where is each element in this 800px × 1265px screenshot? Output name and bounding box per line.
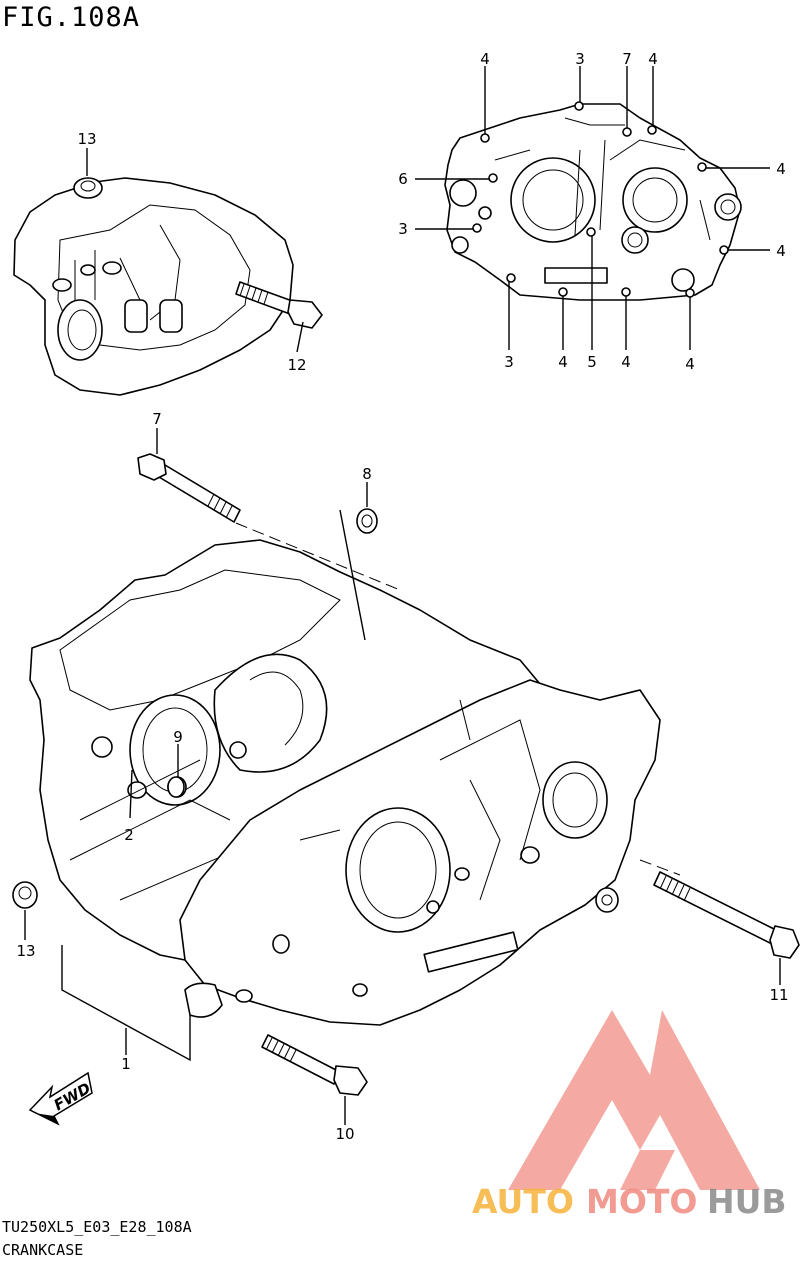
callout-4-e: 4	[558, 353, 568, 371]
callout-3-bottom: 3	[504, 353, 514, 371]
brand-hub: HUB	[707, 1182, 787, 1221]
callout-6: 6	[398, 170, 408, 188]
washer-8	[356, 508, 378, 534]
bolt-7	[137, 453, 241, 523]
callout-4-b: 4	[648, 50, 658, 68]
bolt-11	[653, 871, 800, 959]
callout-11: 11	[769, 986, 788, 1004]
crankcase-face-view	[444, 101, 742, 301]
crankcase-side-view	[13, 177, 294, 396]
callout-4-d: 4	[776, 242, 786, 260]
callout-3-top: 3	[575, 50, 585, 68]
nut-13-lower	[12, 881, 38, 909]
bolt-12	[235, 281, 323, 329]
brand-auto: AUTO	[472, 1182, 574, 1221]
watermark-brand: AUTO MOTO HUB	[472, 1182, 787, 1221]
callout-13-lower: 13	[16, 942, 35, 960]
figure-title: FIG.108A	[2, 2, 141, 33]
dowel-9	[167, 776, 185, 798]
nut-13-top	[73, 177, 103, 199]
crankcase-main	[29, 522, 681, 1026]
callout-4-c: 4	[776, 160, 786, 178]
callout-1: 1	[121, 1055, 131, 1073]
figure-name: CRANKCASE	[2, 1241, 84, 1259]
callout-4-a: 4	[480, 50, 490, 68]
callout-2: 2	[124, 826, 134, 844]
fwd-arrow: FWD	[28, 1071, 94, 1126]
callout-12: 12	[287, 356, 306, 374]
callout-labels: 1 2 3 3 3 4 4 4 4 4 4 4 5 6 7 7 8 9 10 1…	[16, 50, 788, 1143]
callout-10: 10	[335, 1125, 354, 1143]
callout-7-top: 7	[622, 50, 632, 68]
callout-13-top: 13	[77, 130, 96, 148]
callout-4-f: 4	[621, 353, 631, 371]
watermark-logo	[508, 1010, 760, 1190]
leaders-upper-right	[415, 66, 770, 350]
brand-moto: MOTO	[586, 1182, 697, 1221]
callout-3-left: 3	[398, 220, 408, 238]
callout-9: 9	[173, 728, 183, 746]
callout-7-main: 7	[152, 410, 162, 428]
callout-8: 8	[362, 465, 372, 483]
figure-code: TU250XL5_E03_E28_108A	[2, 1218, 192, 1236]
callout-5: 5	[587, 353, 597, 371]
callout-4-g: 4	[685, 355, 695, 373]
bolt-10	[261, 1034, 368, 1096]
